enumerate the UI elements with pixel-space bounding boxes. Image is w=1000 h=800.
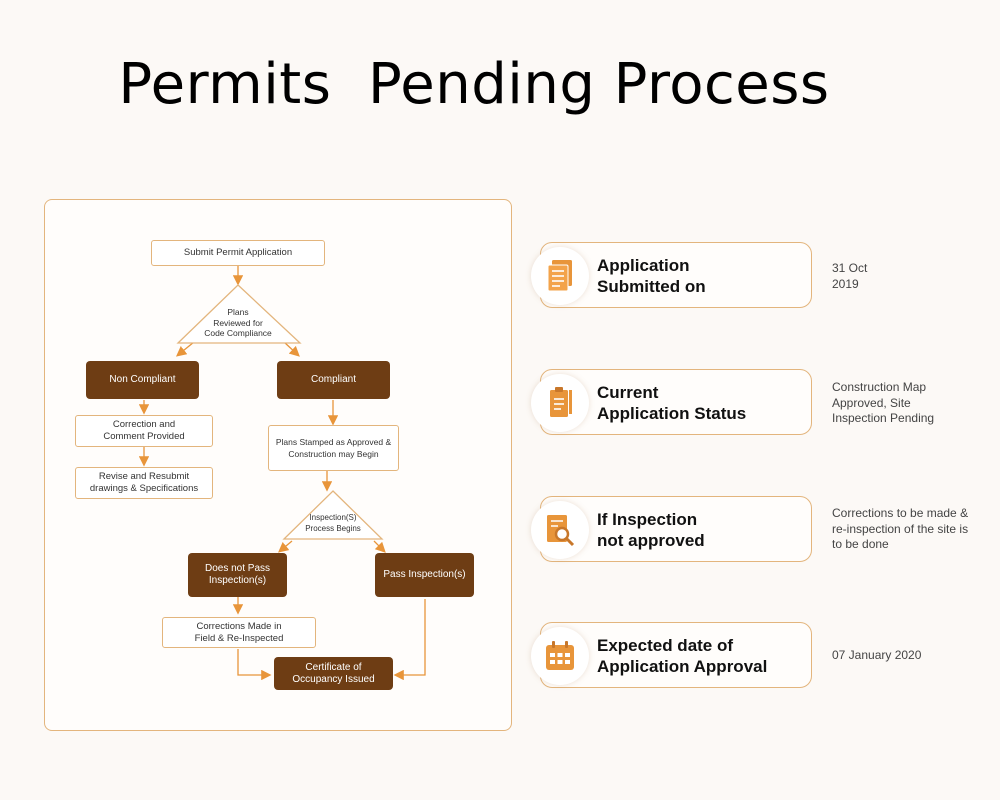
fail-inspection-node: Does not Pass Inspection(s) [188,553,287,597]
card-label: Current Application Status [597,383,747,423]
clipboard-icon [531,374,589,432]
magnifier-document-icon [531,501,589,559]
card-label: Application Submitted on [597,256,706,296]
card-value-inspection: Corrections to be made & re-inspection o… [832,506,969,551]
inspection-diamond-label: Inspection(S) Process Begins [305,513,361,533]
card-value-submitted: 31 Oct 2019 [832,261,868,291]
corrections-made-node: Corrections Made in Field & Re-Inspected [162,617,316,648]
card-submitted: Application Submitted on [531,242,812,308]
card-expected-date: Expected date of Application Approval [531,622,812,688]
plans-stamped-node: Plans Stamped as Approved & Construction… [268,425,399,471]
card-inspection: If Inspection not approved [531,496,812,562]
calendar-icon [531,627,589,685]
compliant-node: Compliant [277,361,390,399]
non-compliant-node: Non Compliant [86,361,199,399]
card-value-expected-date: 07 January 2020 [832,648,922,662]
document-icon [531,247,589,305]
revise-resubmit-node: Revise and Resubmit drawings & Specifica… [75,467,213,499]
inspection-diamond [282,490,384,540]
review-diamond [176,284,302,344]
pass-inspection-node: Pass Inspection(s) [375,553,474,597]
card-value-status: Construction Map Approved, Site Inspecti… [832,380,935,425]
flowchart-connectors [138,266,426,681]
page-title: Permits Pending Process [118,52,830,117]
card-status: Current Application Status [531,369,812,435]
card-label: Expected date of Application Approval [597,636,768,676]
certificate-node: Certificate of Occupancy Issued [274,657,393,690]
card-label: If Inspection not approved [597,510,705,550]
submit-application-node: Submit Permit Application [151,240,325,266]
correction-node: Correction and Comment Provided [75,415,213,447]
review-diamond-label: Plans Reviewed for Code Compliance [204,307,272,338]
